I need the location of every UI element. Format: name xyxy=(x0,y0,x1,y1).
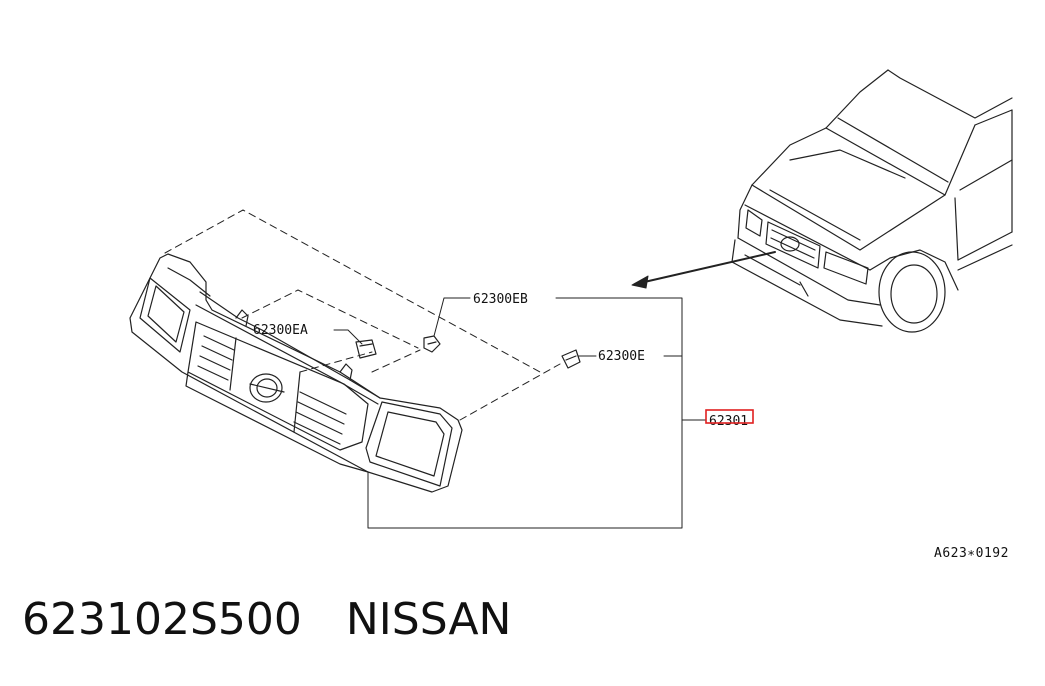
brand-name: NISSAN xyxy=(345,594,512,645)
callout-label-62300eb: 62300EB xyxy=(473,292,528,307)
clip-62300ea xyxy=(355,339,377,359)
callout-highlight-box xyxy=(705,409,754,424)
callout-label-62301: 62301 xyxy=(709,414,748,429)
dashed-guides xyxy=(164,209,561,421)
truck-illustration xyxy=(731,69,1013,333)
callout-leaders xyxy=(333,297,707,529)
clip-62300eb xyxy=(423,335,441,353)
location-arrow xyxy=(631,251,776,289)
part-number: 623102S500 xyxy=(22,594,302,645)
callout-label-62300e: 62300E xyxy=(598,349,645,364)
drawing-reference-code: A623∗0192 xyxy=(934,546,1009,561)
callout-label-62300ea: 62300EA xyxy=(253,323,308,338)
clip-62300e xyxy=(561,349,581,369)
radiator-grille xyxy=(129,253,463,493)
